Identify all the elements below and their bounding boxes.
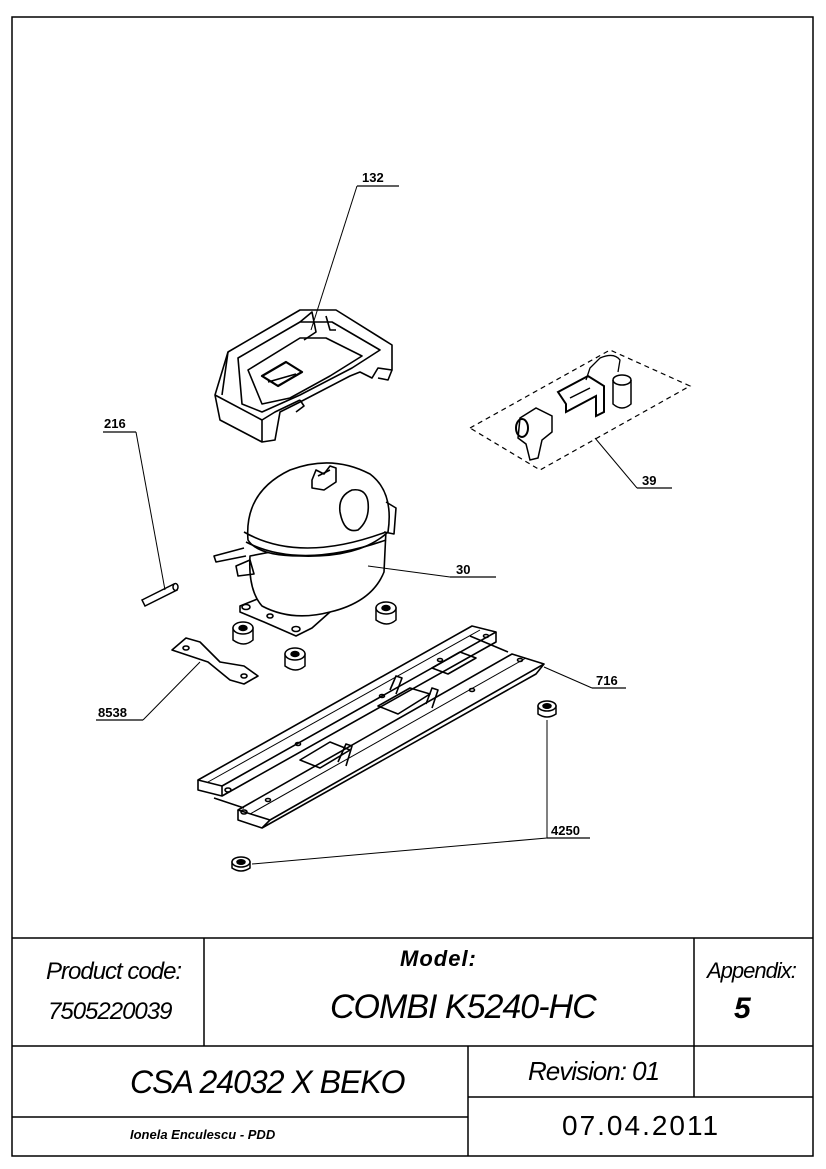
part-716-rails [197, 625, 545, 829]
part-132-cover [214, 309, 393, 443]
part-216-pin [140, 582, 179, 608]
callout-39: 39 [642, 473, 656, 488]
product-code-label: Product code: [46, 958, 182, 985]
appendix-value: 5 [734, 992, 751, 1025]
part-4250-grommets [231, 700, 557, 872]
model-label: Model: [400, 946, 477, 971]
callout-4250: 4250 [551, 823, 580, 838]
product-code-value: 7505220039 [48, 998, 172, 1025]
callout-8538: 8538 [98, 705, 127, 720]
part-30-compressor [213, 462, 397, 637]
sheet-border [11, 16, 814, 1157]
author: Ionela Enculescu - PDD [130, 1127, 276, 1142]
revision: Revision: 01 [528, 1056, 660, 1086]
title-block-grid [12, 937, 813, 1156]
grommets [232, 601, 397, 671]
callout-216: 216 [104, 416, 126, 431]
appendix-label: Appendix: [707, 958, 797, 983]
date: 07.04.2011 [562, 1110, 721, 1141]
model-value: COMBI K5240-HC [330, 988, 597, 1026]
part-39-electrical-kit [468, 349, 692, 471]
callout-716: 716 [596, 673, 618, 688]
callout-132: 132 [362, 170, 384, 185]
part-8538-bracket [171, 637, 259, 685]
callout-30: 30 [456, 562, 470, 577]
assembly-name: CSA 24032 X BEKO [130, 1064, 406, 1100]
